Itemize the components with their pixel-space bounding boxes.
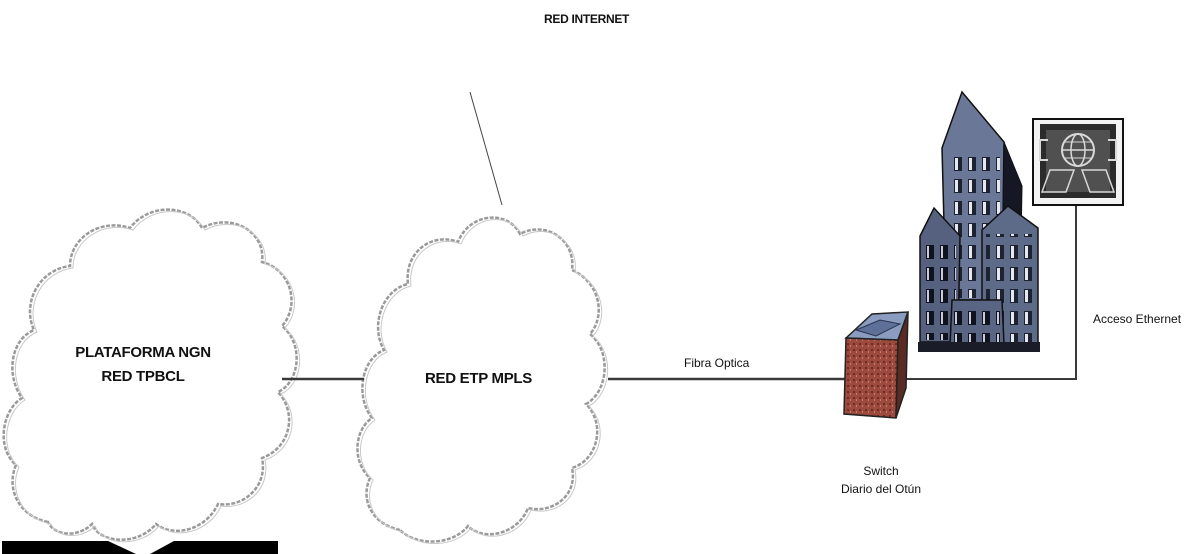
ngn-cloud-line1: PLATAFORMA NGN [75,344,211,361]
ethernet-label: Acceso Ethernet [1093,312,1182,326]
mpls-cloud-label: RED ETP MPLS [425,370,532,387]
mpls-cloud [356,216,608,544]
switch-label-line2: Diario del Otún [840,482,922,496]
ngn-cloud [2,208,300,543]
ethernet-link [896,206,1077,380]
internet-label: RED INTERNET [544,12,630,26]
internet-link [469,91,503,206]
bottom-black-bar-2 [150,541,278,554]
switch-icon [843,311,910,419]
ngn-cloud-label: PLATAFORMA NGN RED TPBCL [68,341,218,389]
computer-icon [1032,118,1124,206]
building-icon [918,90,1040,352]
ngn-cloud-line2: RED TPBCL [101,368,185,385]
switch-label-line1: Switch [863,464,899,478]
fiber-label: Fibra Optica [684,356,750,370]
switch-label: Switch Diario del Otún [836,462,926,498]
bottom-black-bar [2,541,136,554]
